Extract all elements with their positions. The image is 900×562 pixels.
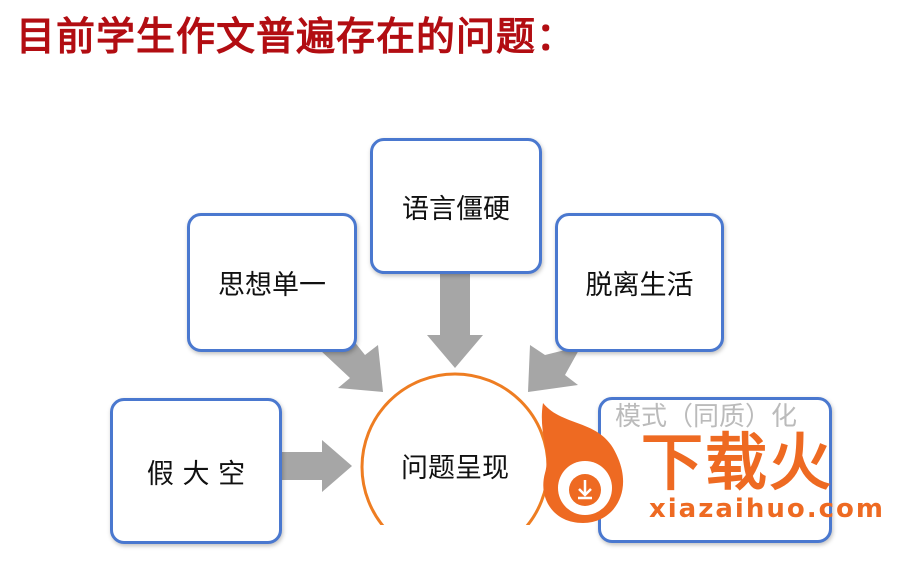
arrow-right — [282, 440, 352, 492]
center-label: 问题呈现 — [401, 452, 509, 484]
watermark-url: xiazaihuo.com — [649, 494, 885, 524]
flame-logo-icon — [541, 403, 624, 523]
box-label: 模式（同质） — [615, 402, 772, 432]
watermark-brand: 下载火 — [641, 426, 834, 499]
box-moshi-label: 模式（同质）化 — [615, 403, 797, 430]
box-label: 语言僵硬 — [402, 193, 510, 225]
watermark-logo: 下载火 xiazaihuo.com — [533, 398, 893, 525]
box-jiadakong: 假 大 空 — [110, 398, 282, 544]
box-label: 脱离生活 — [585, 270, 694, 301]
box-tuoli: 脱离生活 — [555, 213, 724, 352]
arrow-down — [427, 272, 483, 368]
slide-title: 目前学生作文普遍存在的问题： — [16, 15, 577, 60]
box-sixiang: 思想单一 — [187, 213, 357, 352]
box-label: 化 — [771, 402, 798, 432]
box-label: 假 大 空 — [146, 458, 246, 490]
box-label: 思想单一 — [218, 270, 326, 301]
box-yuyan: 语言僵硬 — [370, 138, 542, 274]
box-moshi: 模式（同质）化 — [598, 397, 832, 543]
